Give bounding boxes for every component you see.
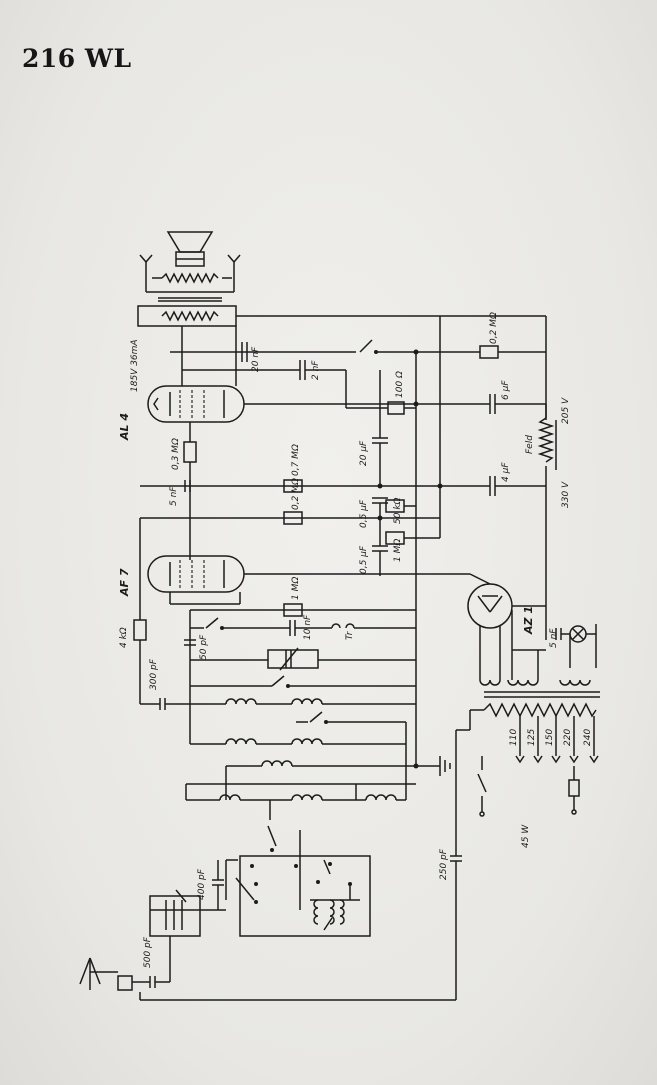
tap-terminals (515, 755, 599, 764)
capacitor-500pf (149, 976, 156, 988)
trimmer-capacitor (267, 647, 319, 671)
capacitor-250pf (450, 855, 462, 862)
ground-icon (413, 756, 451, 776)
c05uf-a-label: 0,5 µF (359, 499, 369, 528)
capacitor-400pf (212, 879, 224, 886)
c500pf-label: 500 pF (143, 936, 153, 968)
fuse-icon (568, 766, 580, 815)
r1m-label: 1 MΩ (393, 539, 403, 562)
resistor-0-2m-top (479, 345, 499, 359)
page-title: 216 WL (22, 44, 132, 73)
tap-label-220: 220 (563, 729, 573, 746)
c5nf-a-label: 5 nF (169, 486, 179, 506)
coil-8 (365, 794, 397, 801)
output-transformer (137, 254, 241, 327)
power-transformer (456, 650, 600, 756)
r02m-top-label: 0,2 MΩ (489, 312, 499, 344)
resistor-0-2m (283, 511, 303, 525)
al4-bias-label: 185V 36mA (130, 339, 140, 392)
tap-label-240: 240 (583, 729, 593, 746)
coil-1 (225, 698, 257, 705)
r1m-b-label: 1 MΩ (291, 577, 301, 600)
resistor-4k (133, 619, 147, 641)
r100-label: 100 Ω (395, 371, 405, 398)
v205-label: 205 V (561, 397, 571, 424)
r07m-label: 0,7 MΩ (291, 444, 301, 476)
c20nf-label: 20 nF (251, 346, 261, 372)
field-coil (537, 404, 557, 484)
coil-4 (291, 738, 323, 745)
field-label: Feld (525, 435, 535, 454)
c4uf-label: 4 µF (501, 462, 511, 482)
coil-6 (219, 794, 241, 801)
c300pf-label: 300 pF (149, 658, 159, 690)
antenna-icon (79, 957, 118, 990)
c6uf-label: 6 µF (501, 380, 511, 400)
tap-label-110: 110 (509, 729, 519, 746)
capacitor-50pf (184, 639, 196, 646)
band-switch (225, 800, 352, 910)
r50k-label: 50 kΩ (393, 497, 403, 524)
az1-rectifier (467, 583, 513, 680)
capacitor-5nf-a (184, 480, 191, 492)
coil-7 (291, 794, 323, 801)
c5nf-b-label: 5 nF (549, 628, 559, 648)
capacitor-300pf (159, 698, 166, 710)
tr-label: Tr (345, 630, 355, 640)
c50pf-label: 50 pF (199, 634, 209, 660)
capacitor-4uf (489, 476, 496, 496)
r03m-label: 0,3 MΩ (171, 438, 181, 470)
c10nf-label: 10 nF (303, 614, 313, 640)
capacitor-20uf (372, 437, 388, 444)
capacitor-6uf (489, 394, 496, 414)
c20uf-label: 20 µF (359, 440, 369, 466)
antenna-coil-group (239, 855, 371, 937)
coil-2 (291, 698, 323, 705)
r4k-label: 4 kΩ (119, 627, 129, 648)
c400pf-label: 400 pF (197, 868, 207, 900)
al4-tube (147, 385, 245, 423)
tap-label-150: 150 (545, 729, 555, 746)
mains-switch (477, 756, 487, 817)
coil-5 (261, 760, 293, 767)
capacitor-2nf (299, 360, 346, 380)
capacitor-0-5uf-b (372, 545, 388, 552)
pilot-lamp-icon (569, 624, 597, 668)
input-coil (149, 889, 201, 937)
loudspeaker-icon (166, 231, 214, 267)
v330-label: 330 V (561, 481, 571, 508)
capacitor-20nf (241, 342, 248, 362)
power-label: 45 W (521, 824, 531, 848)
az1-label: AZ 1 (522, 606, 535, 635)
tap-label-125: 125 (527, 729, 537, 746)
tr-jack (331, 623, 341, 629)
r02m-label: 0,2 MΩ (291, 478, 301, 510)
af7-label: AF 7 (118, 568, 131, 597)
al4-label: AL 4 (118, 413, 131, 441)
c2nf-label: 2 nF (311, 360, 321, 380)
coil-3 (225, 738, 257, 745)
resistor-0-3m (183, 441, 197, 463)
c250pf-label: 250 pF (439, 848, 449, 880)
af7-tube (147, 555, 245, 593)
c05uf-b-label: 0,5 µF (359, 545, 369, 574)
resistor-1m-b (283, 603, 303, 617)
resistor-0-7m (283, 479, 303, 493)
capacitor-10nf (289, 620, 296, 636)
switch-top (330, 339, 416, 354)
